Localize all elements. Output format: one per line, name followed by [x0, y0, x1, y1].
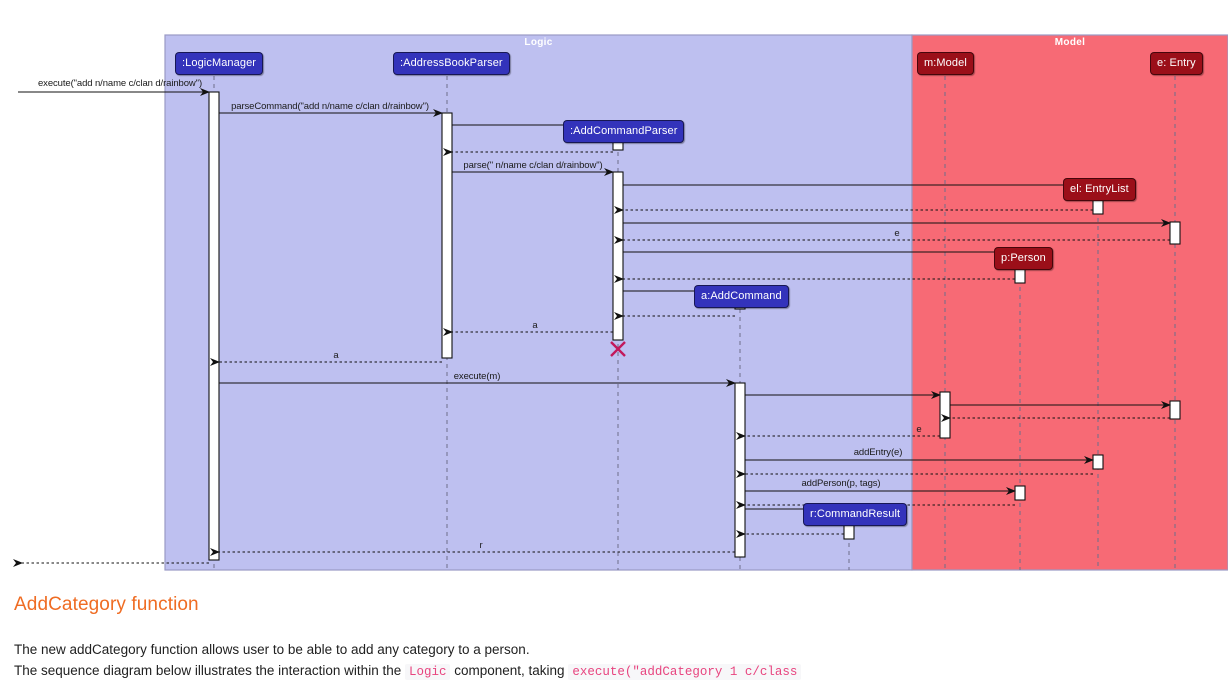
activation-bar-logicmanager: [208, 91, 220, 561]
frame-label-model: Model: [1054, 37, 1086, 48]
message-label: a: [532, 320, 538, 331]
message-label: parse(" n/name c/clan d/rainbow"): [463, 160, 603, 171]
participant-model[interactable]: m:Model: [917, 52, 974, 75]
inline-code-logic: Logic: [404, 664, 451, 680]
activation-bar-person: [1014, 268, 1026, 284]
message-label: a: [333, 350, 339, 361]
prose-line-2-part-1: The sequence diagram below illustrates t…: [14, 663, 405, 678]
activation-bar-addcommandparser: [612, 141, 624, 151]
participant-addcommandparser[interactable]: :AddCommandParser: [563, 120, 685, 143]
inline-code-execute: execute("addCategory 1 c/class: [568, 664, 802, 680]
uml-sequence-diagram: Logic Model execute("add n/name c/clan d/r…: [12, 34, 1228, 571]
message-label: addEntry(e): [853, 447, 903, 458]
activation-bar-model: [939, 391, 951, 439]
activation-bar-entrylist: [1092, 199, 1104, 215]
prose-line-2-part-2: component, taking: [450, 663, 569, 678]
participant-addressbookparser[interactable]: :AddressBookParser: [393, 52, 510, 75]
message-label: execute(m): [453, 371, 501, 382]
frame-model: [911, 34, 1228, 571]
message-label: execute("add n/name c/clan d/rainbow"): [37, 78, 203, 89]
activation-bar-entry: [1169, 221, 1181, 245]
activation-bar-person: [1014, 485, 1026, 501]
message-label: e: [894, 228, 900, 239]
participant-entry[interactable]: e: Entry: [1150, 52, 1203, 75]
participant-commandresult[interactable]: r:CommandResult: [803, 503, 908, 526]
participant-logicmanager[interactable]: :LogicManager: [175, 52, 264, 75]
page-title: AddCategory function: [14, 594, 199, 615]
message-label: addPerson(p, tags): [801, 478, 881, 489]
prose-paragraph: The new addCategory function allows user…: [14, 639, 1214, 683]
message-label: e: [916, 424, 922, 435]
activation-bar-entry: [1169, 400, 1181, 420]
prose-line-1: The new addCategory function allows user…: [14, 642, 530, 657]
participant-entrylist[interactable]: el: EntryList: [1063, 178, 1136, 201]
activation-bar-entrylist: [1092, 454, 1104, 470]
message-label: parseCommand("add n/name c/clan d/rainbo…: [231, 101, 429, 112]
activation-bar-commandresult: [843, 524, 855, 540]
frame-logic: [164, 34, 913, 571]
prose-section: AddCategory function The new addCategory…: [0, 580, 1228, 700]
activation-bar-addressbookparser: [441, 112, 453, 359]
participant-person[interactable]: p:Person: [994, 247, 1053, 270]
frame-label-logic: Logic: [524, 37, 553, 48]
activation-bar-addcommand: [734, 382, 746, 558]
activation-bar-addcommandparser: [612, 171, 624, 341]
message-label: r: [479, 540, 483, 551]
participant-addcommand[interactable]: a:AddCommand: [694, 285, 789, 308]
destroy-marker: [610, 341, 626, 357]
